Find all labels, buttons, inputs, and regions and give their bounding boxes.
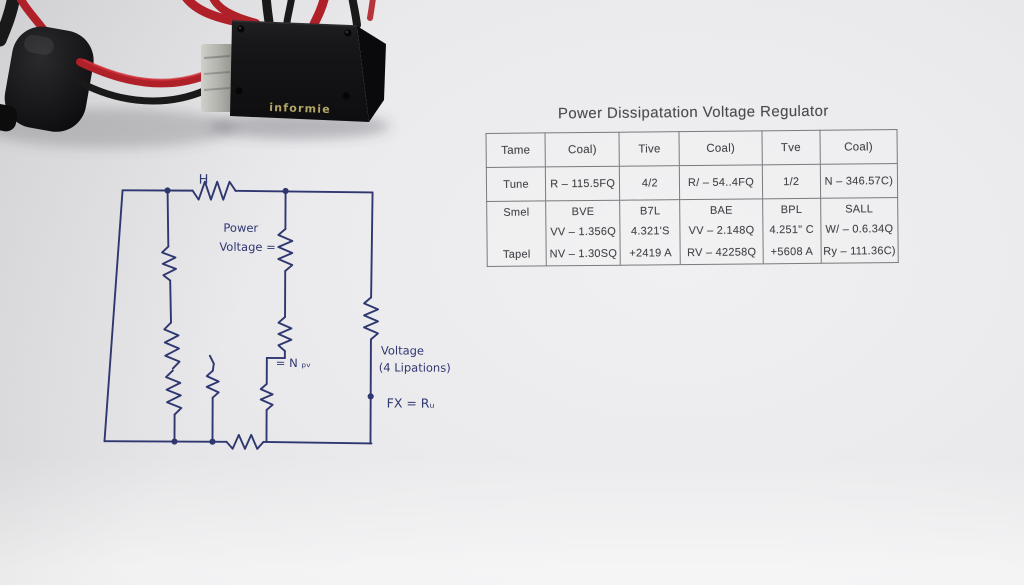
table-cell: 4/2	[619, 165, 681, 201]
data-table-sheet: Power Dissipatation Voltage Regulator Ta…	[485, 102, 903, 267]
red-wire	[367, 0, 376, 21]
table-header-cell: Tive	[619, 131, 680, 167]
resistor-symbol	[191, 180, 237, 201]
black-wire	[261, 0, 274, 27]
fx-node-label: FX = Rᵤ	[387, 395, 435, 410]
power-dissipation-table: Tame Coal) Tive Coal) Tve Coal) Tune R –…	[485, 129, 899, 267]
voltage-note-label: Voltage	[381, 343, 424, 357]
screw	[344, 29, 352, 37]
resistor-symbol	[225, 433, 265, 450]
red-wire	[76, 58, 208, 88]
red-wire	[16, 0, 48, 34]
resistor-symbol	[165, 369, 183, 416]
table-cell: BPL 4.251" C +5608 A	[762, 198, 822, 264]
table-header-cell: Coal)	[545, 132, 620, 167]
circuit-node-dot	[171, 438, 178, 445]
black-wire	[0, 0, 20, 47]
power-voltage-label-2: Voltage =	[219, 240, 275, 254]
resistor-symbol	[277, 228, 294, 272]
red-wire	[309, 0, 329, 29]
table-header-cell: Tame	[486, 132, 546, 168]
screw	[342, 92, 350, 100]
screw	[237, 25, 245, 33]
table-row: Tune R – 115.5FQ 4/2 R/ – 54..4FQ 1/2 N …	[486, 163, 898, 202]
table-cell: R – 115.5FQ	[545, 166, 620, 201]
table-cell: 1/2	[761, 164, 821, 199]
n-node-label: = N ₚᵥ	[276, 356, 312, 370]
black-wire	[72, 76, 210, 105]
resistor-symbol	[363, 296, 380, 341]
device-brand-label: informie	[269, 101, 331, 116]
circuit-diagram: H Power Voltage = = N ₚᵥ Voltage (4 Lipa…	[94, 169, 465, 476]
circuit-wiring	[103, 180, 380, 450]
regulator-box: informie	[230, 20, 386, 122]
gray-connector	[201, 44, 233, 112]
power-voltage-label: Power	[223, 221, 258, 235]
table-cell: BVE VV – 1.356Q NV – 1.30SQ	[545, 200, 621, 266]
table-cell: B7L 4.321'S +2419 A	[619, 199, 681, 266]
black-wire	[348, 0, 361, 29]
table-header-cell: Coal)	[819, 129, 898, 165]
circuit-node-dot	[282, 187, 289, 195]
table-cell: BAE VV – 2.148Q RV – 42258Q	[680, 198, 763, 265]
table-header-cell: Coal)	[679, 130, 762, 166]
circuit-node-dot	[367, 393, 374, 400]
row-label: Tapel	[502, 248, 531, 261]
table-cell: Smel Tapel	[486, 200, 547, 267]
circuit-nodes	[164, 187, 374, 445]
box-side-face	[357, 26, 386, 122]
circuit-node-dot	[209, 438, 216, 445]
resistor-h-label: H	[199, 173, 209, 188]
resistor-symbol	[163, 321, 181, 370]
resistor-symbol	[205, 369, 220, 399]
table-cell: SALL W/ – 0.6.34Q Ry – 111.36C)	[820, 197, 899, 264]
red-wire-highlight	[82, 58, 204, 82]
row-label: Smel	[503, 206, 530, 219]
voltage-note-label-2: (4 Lipations)	[379, 360, 451, 374]
circuit-node-dot	[164, 187, 171, 194]
table-cell: N – 346.57C)	[820, 163, 898, 199]
table-header-row: Tame Coal) Tive Coal) Tve Coal)	[486, 129, 898, 168]
table-cell: Tune	[486, 166, 546, 202]
table-title: Power Dissipatation Voltage Regulator	[557, 102, 829, 123]
round-connector	[0, 26, 94, 132]
resistor-symbol	[277, 316, 293, 352]
resistor-symbol	[161, 245, 177, 282]
table-row: Smel Tapel BVE VV – 1.356Q NV – 1.30SQ B…	[486, 197, 899, 267]
device-photo: informie	[0, 0, 500, 175]
resistor-symbol	[259, 382, 274, 411]
table-cell: R/ – 54..4FQ	[679, 164, 763, 200]
table-header-cell: Tve	[761, 130, 821, 165]
black-wire	[283, 0, 295, 26]
screw	[235, 87, 243, 95]
